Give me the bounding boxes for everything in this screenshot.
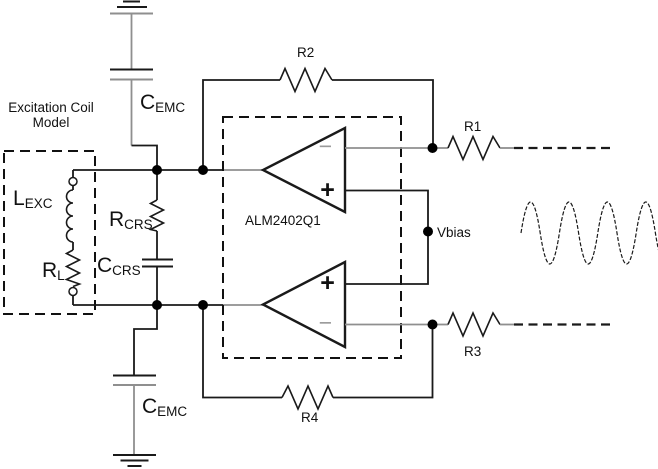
opamp-bottom-inverting-label: − bbox=[319, 310, 332, 336]
vbias-node-dot bbox=[423, 226, 433, 237]
wire-r4-right bbox=[333, 324, 434, 399]
opamp-bottom-noninverting-label: + bbox=[320, 269, 335, 297]
label-r3: R3 bbox=[464, 344, 481, 359]
junction-dot-r3-r4 bbox=[427, 319, 438, 330]
terminal-circle-bottom bbox=[68, 286, 78, 297]
junction-dot bbox=[152, 165, 162, 175]
ground-top-icon bbox=[110, 0, 153, 15]
junction-dot bbox=[198, 165, 208, 175]
excitation-caption-line1: Excitation Coil bbox=[8, 100, 94, 115]
label-part-number: ALM2402Q1 bbox=[245, 213, 321, 228]
wire-cemc-bottom-jog bbox=[133, 305, 158, 375]
resistor-r4 bbox=[281, 383, 334, 412]
sine-wave-icon bbox=[520, 201, 658, 265]
resistor-rl bbox=[64, 249, 82, 288]
resistor-rcrs bbox=[148, 199, 166, 232]
inductor-lexc bbox=[65, 189, 74, 243]
wire-cemc-top-jog bbox=[131, 144, 158, 170]
capacitor-cemc-bottom bbox=[113, 374, 156, 386]
label-r1: R1 bbox=[464, 119, 481, 134]
excitation-caption-line2: Model bbox=[33, 115, 70, 130]
label-cemc-bottom: CEMC bbox=[142, 395, 187, 419]
label-ccrs: CCRS bbox=[97, 254, 141, 278]
label-rl: RL bbox=[42, 259, 65, 283]
resistor-r2 bbox=[279, 66, 333, 94]
resistor-r3 bbox=[447, 310, 501, 339]
label-vbias: Vbias bbox=[437, 225, 471, 240]
capacitor-ccrs bbox=[142, 258, 173, 268]
opamp-bottom bbox=[260, 260, 347, 349]
opamp-top-inverting-label: − bbox=[319, 133, 332, 159]
label-lexc: LEXC bbox=[13, 187, 53, 211]
junction-dot bbox=[198, 300, 208, 310]
label-cemc-top: CEMC bbox=[140, 91, 185, 115]
resistor-r1 bbox=[447, 134, 501, 162]
wire-vbias-link bbox=[345, 189, 429, 285]
ground-bottom-icon bbox=[113, 454, 156, 467]
alm2402q1-dashed-box bbox=[222, 116, 402, 359]
label-rcrs: RCRS bbox=[109, 208, 153, 232]
wire-r2-left bbox=[202, 79, 280, 170]
wire-r4-left bbox=[202, 305, 282, 399]
label-r4: R4 bbox=[301, 410, 319, 425]
capacitor-cemc-top bbox=[110, 68, 153, 81]
opamp-top bbox=[260, 126, 347, 214]
excitation-model-dashed-box bbox=[3, 150, 96, 315]
junction-dot bbox=[152, 300, 162, 310]
junction-dot-r1-r2 bbox=[427, 143, 438, 153]
terminal-circle-top bbox=[68, 176, 78, 187]
opamp-top-noninverting-label: + bbox=[320, 176, 335, 204]
wire-r2-right bbox=[332, 79, 434, 148]
label-r2: R2 bbox=[297, 45, 314, 60]
